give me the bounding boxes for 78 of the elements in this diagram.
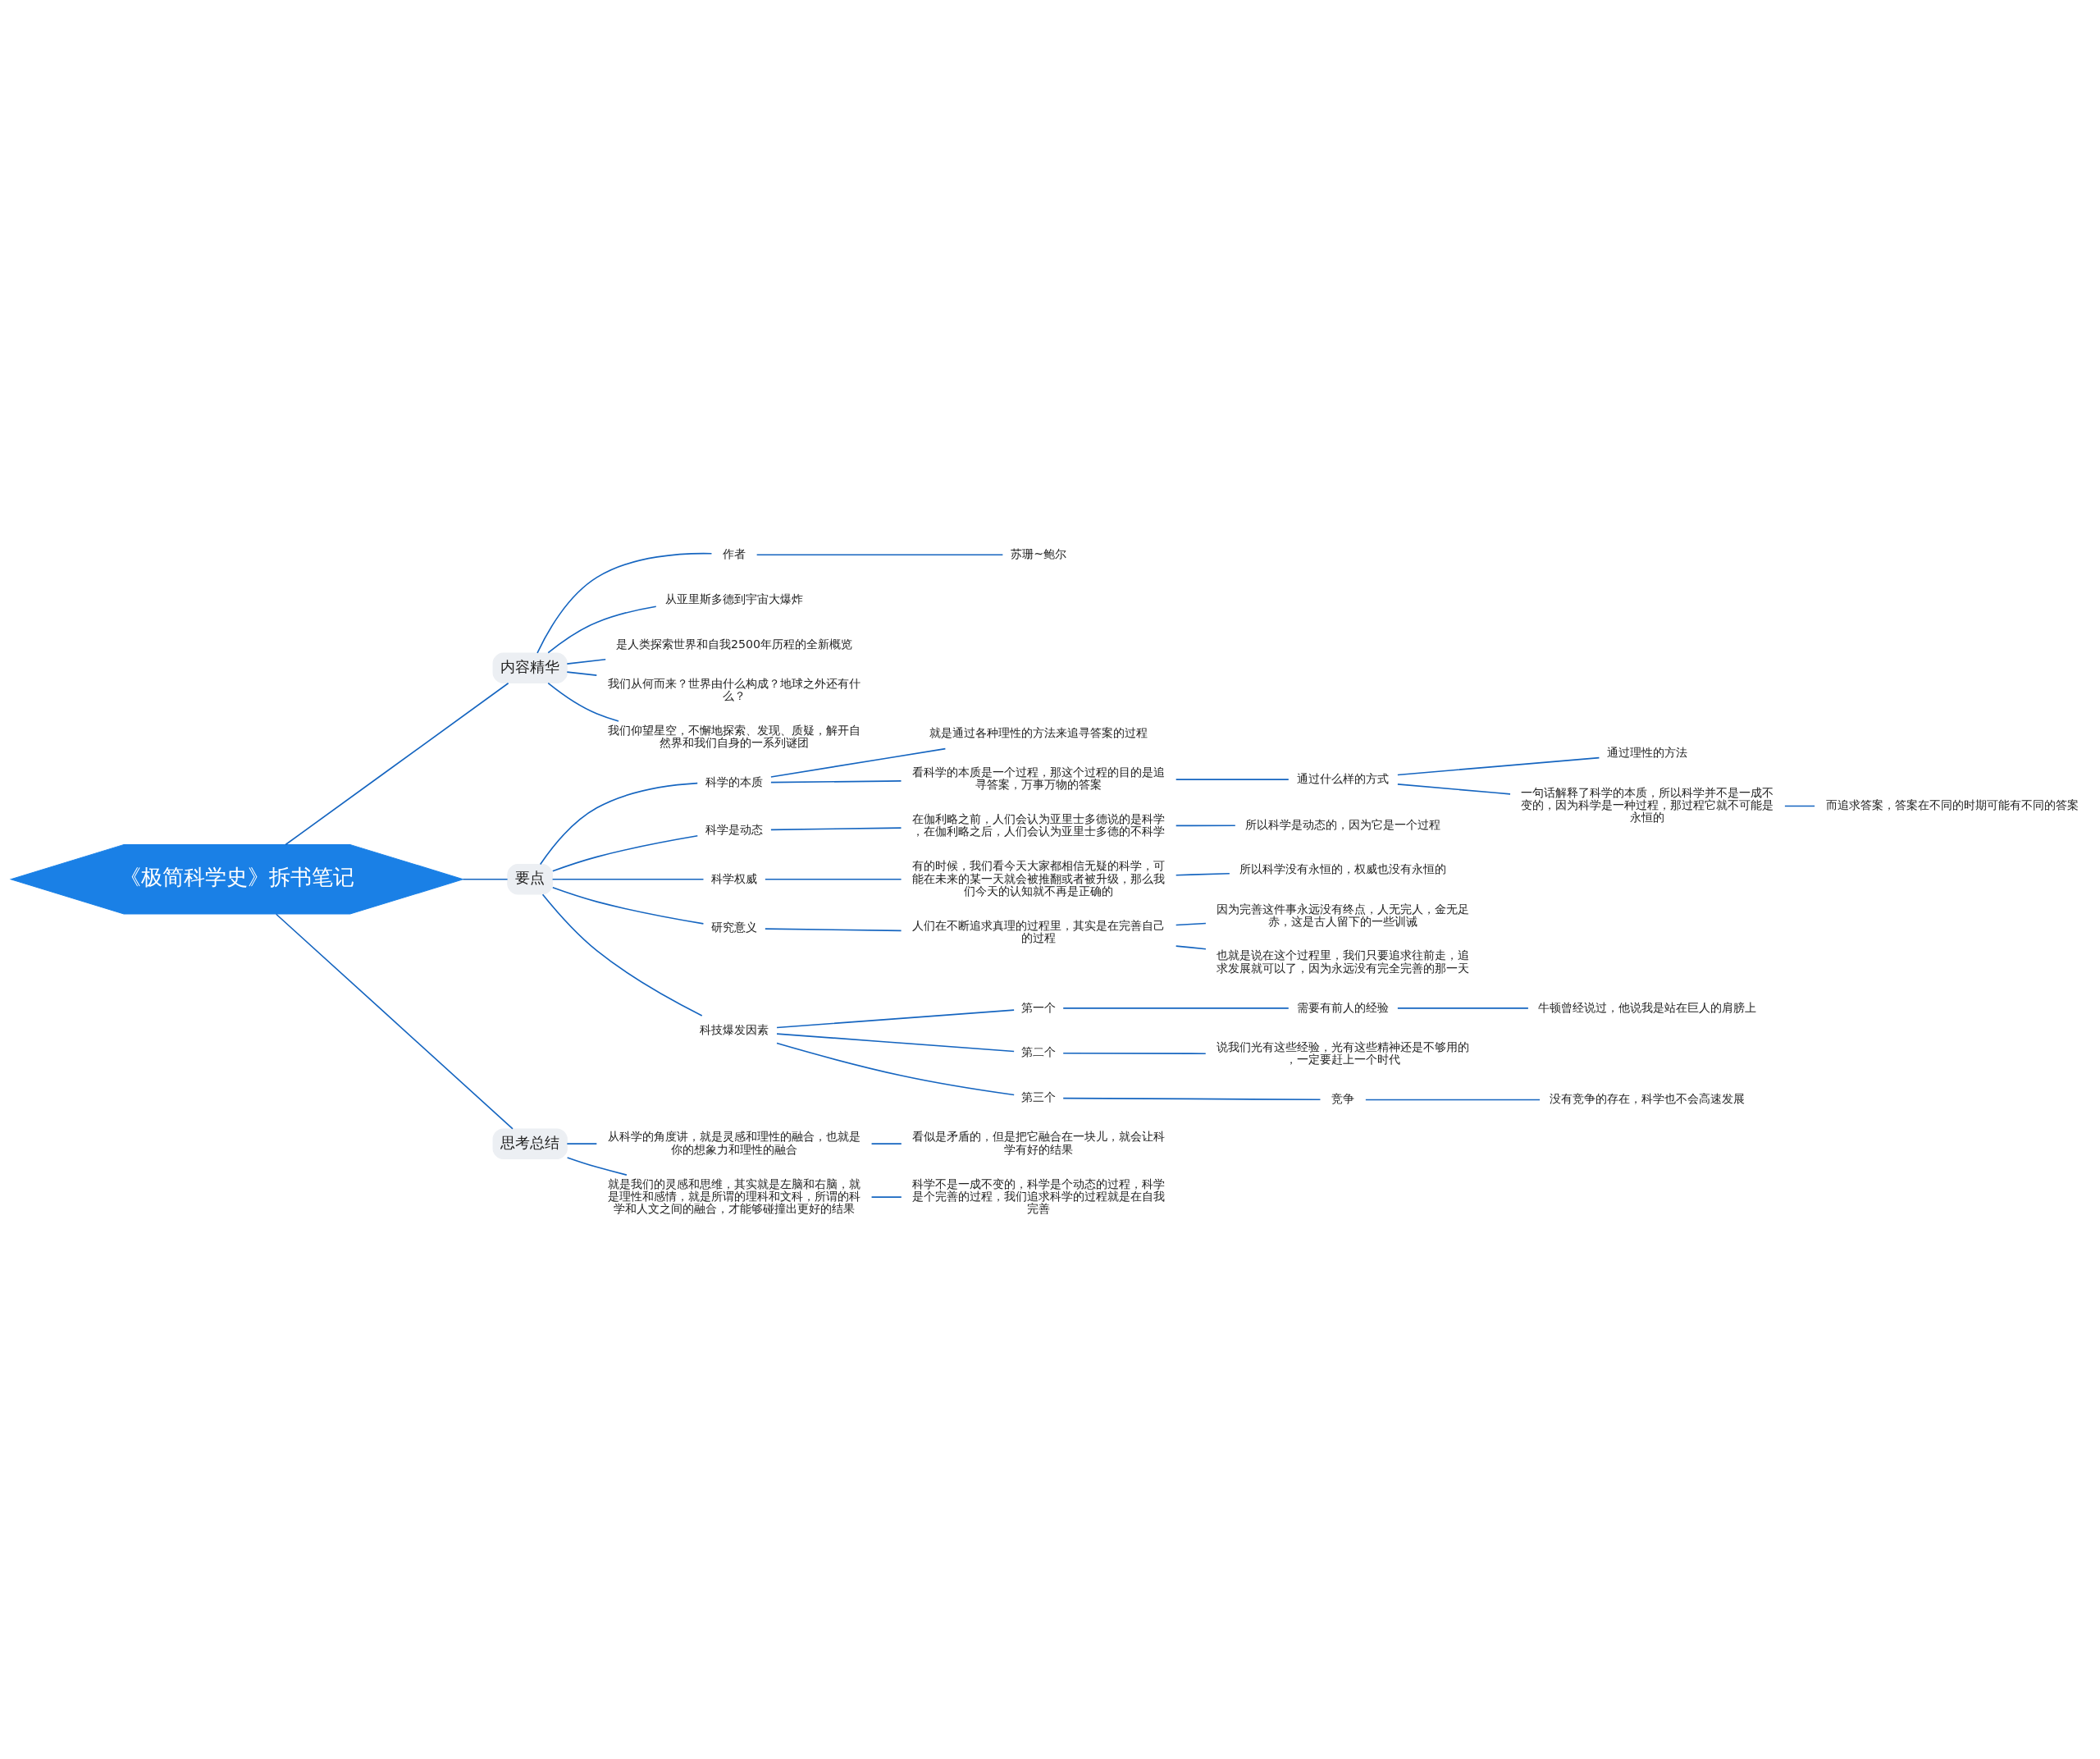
node-text: 第一个: [1021, 1000, 1057, 1014]
node-text: 就是我们的灵感和思维，其实就是左脑和右脑，就是理性和感情，就是所谓的理科和文科，所谓的科学和人文之间的融合，才能够碰撞出更好的结果: [608, 1176, 861, 1216]
connector: [1397, 756, 1600, 776]
node-text: 牛顿曾经说过，他说我是站在巨人的肩膀上: [1538, 1000, 1757, 1014]
node-box: 要点: [507, 864, 554, 895]
connector: [870, 1196, 902, 1198]
node-text: 科学权威: [711, 871, 758, 885]
connector: [539, 782, 699, 866]
connector: [770, 780, 902, 784]
connector: [1175, 945, 1207, 950]
node-text: 看科学的本质是一个过程，那这个过程的目的是追寻答案，万事万物的答案: [912, 765, 1166, 792]
connector: [1365, 1099, 1541, 1101]
node-text: 作者: [723, 547, 746, 561]
node-text: 而追求答案，答案在不同的时期可能有不同的答案: [1825, 798, 2079, 812]
connector: [536, 552, 713, 654]
connector: [1175, 872, 1230, 876]
connector: [566, 658, 606, 665]
node-text: 科学的本质: [705, 774, 764, 788]
connector: [1062, 1007, 1290, 1009]
connector: [870, 1143, 902, 1144]
node-text: 有的时候，我们看今天大家都相信无疑的科学，可能在未来的某一天就会被推翻或者被升级，那么我们今天的认知就不再是正确的: [912, 859, 1166, 898]
connector: [765, 928, 902, 932]
node-text: 没有竞争的存在，科学也不会高速发展: [1550, 1092, 1746, 1106]
node-text: 从亚里斯多德到宇宙大爆炸: [665, 592, 804, 605]
connector: [566, 1143, 598, 1144]
node-text: 苏珊~鲍尔: [1011, 547, 1067, 561]
node-text: 竞争: [1331, 1092, 1355, 1106]
node-text: 是人类探索世界和自我2500年历程的全新概览: [616, 637, 853, 651]
connector: [541, 893, 703, 1017]
node-box: 内容精华: [492, 652, 568, 683]
node-text: 人们在不断追求真理的过程里，其实是在完善自己的过程: [912, 918, 1166, 944]
node-text: 科学不是一成不变的，科学是个动态的过程，科学是个完善的过程，我们追求科学的过程就是在自我完善: [912, 1176, 1166, 1216]
connector: [547, 682, 619, 722]
connector: [566, 671, 598, 676]
node-text: 研究意义: [711, 921, 758, 934]
connector: [776, 1009, 1015, 1029]
connector: [1175, 779, 1290, 780]
connector: [1784, 805, 1815, 807]
connector: [776, 1042, 1015, 1096]
connector: [462, 878, 509, 880]
connector: [551, 886, 705, 925]
connector: [1062, 1097, 1322, 1101]
connector: [551, 878, 705, 880]
node-text: 通过理性的方法: [1607, 746, 1688, 760]
connector: [1175, 922, 1207, 926]
connector: [776, 1033, 1015, 1053]
node-text: 我们仰望星空，不懈地探索、发现、质疑，解开自然界和我们自身的一系列谜团: [608, 723, 861, 749]
node-text: 所以科学是动态的，因为它是一个过程: [1245, 817, 1441, 831]
connector: [770, 827, 902, 831]
connector: [1062, 1052, 1207, 1055]
connector: [770, 747, 947, 778]
connector: [765, 878, 902, 880]
node-text: 从科学的角度讲，就是灵感和理性的融合，也就是你的想象力和理性的融合: [608, 1130, 861, 1156]
connector: [551, 835, 699, 872]
node-text: 就是通过各种理性的方法来追寻答案的过程: [929, 726, 1148, 740]
node-text: 第二个: [1021, 1045, 1057, 1059]
connector: [547, 605, 657, 654]
node-text: 因为完善这件事永远没有终点，人无完人，金无足赤，这是古人留下的一些训诫: [1217, 902, 1470, 928]
connector: [275, 913, 514, 1130]
node-text: 我们从何而来？世界由什么构成？地球之外还有什么？: [608, 676, 861, 702]
node-text: 说我们光有这些经验，光有这些精神还是不够用的，一定要赶上一个时代: [1217, 1039, 1470, 1067]
node-text: 看似是矛盾的，但是把它融合在一块儿，就会让科学有好的结果: [912, 1130, 1166, 1156]
connector: [1397, 1007, 1529, 1009]
connector: [285, 682, 509, 846]
node-text: 一句话解释了科学的本质，所以科学并不是一成不变的，因为科学是一种过程，那过程它就不可能是永恒的: [1521, 786, 1774, 825]
connector: [1175, 825, 1236, 827]
node-text: 所以科学没有永恒的，权威也没有永恒的: [1239, 862, 1447, 876]
node-text: 也就是说在这个过程里，我们只要追求往前走，追求发展就可以了，因为永远没有完全完善的那一天: [1217, 948, 1470, 975]
node-text: 科技爆发因素: [700, 1023, 769, 1037]
node-text: 第三个: [1021, 1090, 1057, 1104]
connector: [756, 554, 1004, 556]
node-text: 通过什么样的方式: [1297, 771, 1390, 785]
node-text: 在伽利略之前，人们会认为亚里士多德说的是科学，在伽利略之后，人们会认为亚里士多德的不科学: [912, 812, 1166, 838]
node-box: 思考总结: [492, 1128, 568, 1159]
connector: [566, 1157, 628, 1176]
node-text: 需要有前人的经验: [1297, 1000, 1390, 1014]
node-text: 科学是动态: [705, 822, 764, 836]
connector: [1397, 784, 1511, 795]
